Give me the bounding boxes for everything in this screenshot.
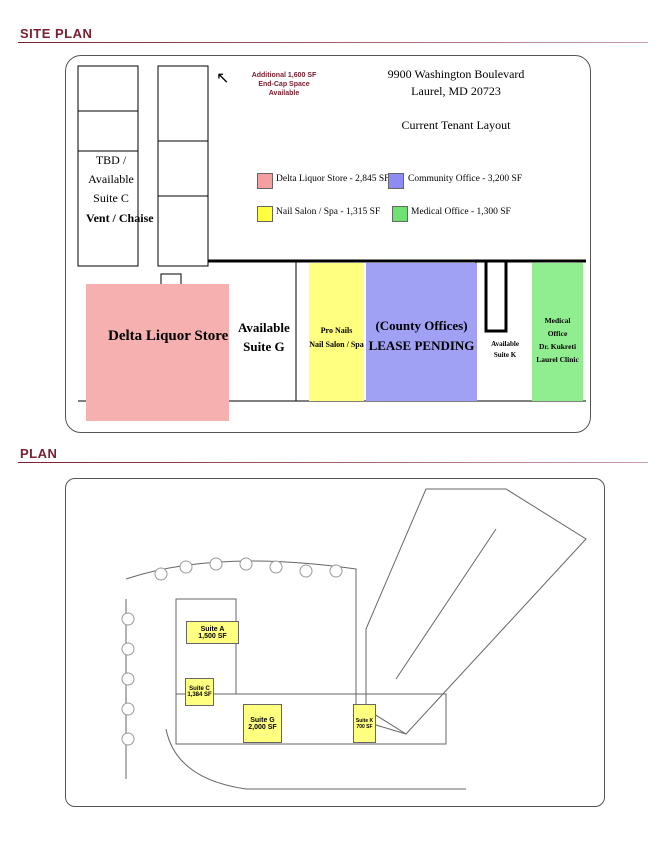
- legend-swatch-medical: [392, 206, 408, 222]
- site-map-drawing: [121, 488, 587, 790]
- legend-swatch-delta: [257, 173, 273, 189]
- site-plan-heading: SITE PLAN: [20, 26, 93, 41]
- legend-medical: Medical Office - 1,300 SF: [411, 207, 511, 217]
- arrow-icon: ↖: [216, 70, 230, 87]
- layout-subtitle: Current Tenant Layout: [401, 118, 511, 132]
- delta-liquor-label: Delta Liquor Store: [108, 328, 229, 344]
- legend-nail: Nail Salon / Spa - 1,315 SF: [276, 207, 381, 217]
- plan-heading: PLAN: [20, 446, 58, 461]
- legend-swatch-nail: [257, 206, 273, 222]
- divider: [18, 42, 648, 43]
- vent-label: Vent / Chaise: [86, 211, 154, 225]
- divider: [18, 462, 648, 463]
- legend-swatch-community: [388, 173, 404, 189]
- county-offices-label: (County Offices)LEASE PENDING: [368, 318, 475, 353]
- legend-community: Community Office - 3,200 SF: [408, 174, 523, 184]
- legend-delta: Delta Liquor Store - 2,845 SF: [276, 174, 390, 184]
